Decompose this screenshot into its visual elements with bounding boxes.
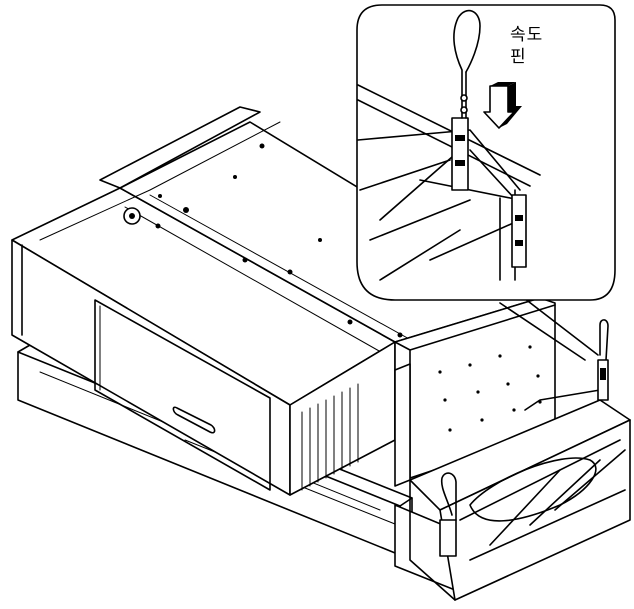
speed-pin-label: 속도 핀 [510,25,544,67]
cable-management-arm [409,319,631,601]
down-arrow-icon [483,82,522,129]
callout-magnified-view [356,4,616,301]
callout-leader [499,294,599,361]
